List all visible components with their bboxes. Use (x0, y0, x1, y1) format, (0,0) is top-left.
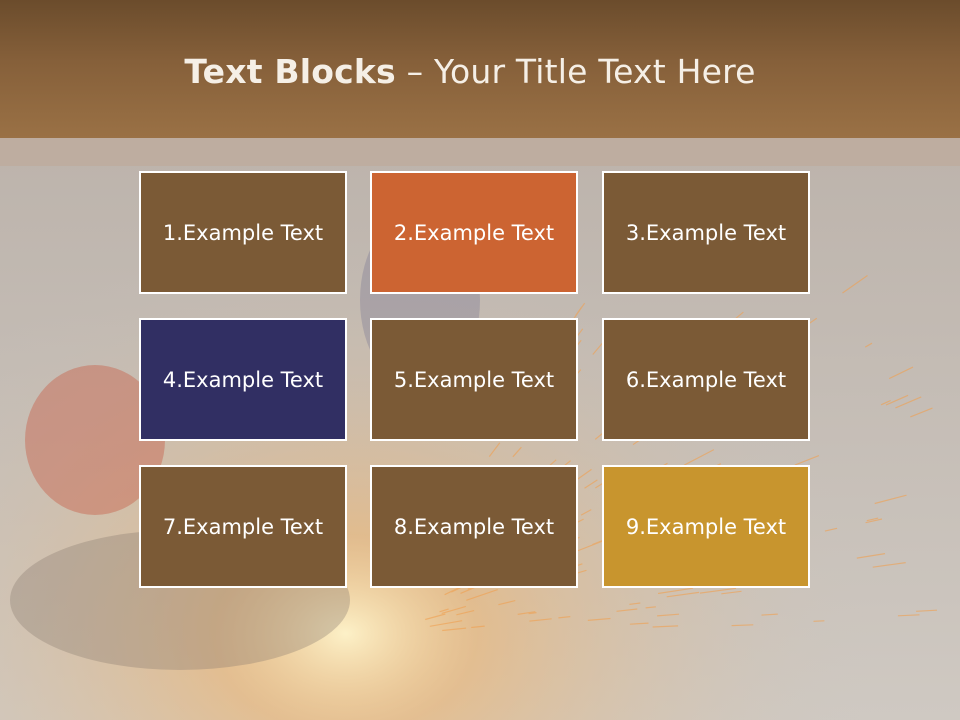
spark-streak (629, 622, 649, 625)
text-block-label: 8.Example Text (393, 514, 555, 539)
text-block-1[interactable]: 1.Example Text (139, 171, 347, 294)
spark-streak (439, 608, 449, 613)
spark-streak (897, 614, 920, 617)
title-separator: – (395, 52, 434, 91)
spark-streak (558, 616, 571, 619)
title-rest: Your Title Text Here (433, 52, 756, 91)
spark-streak (916, 609, 938, 612)
spark-streak (512, 446, 522, 458)
spark-streak (872, 562, 906, 568)
text-block-8[interactable]: 8.Example Text (370, 465, 578, 588)
spark-streak (580, 509, 592, 516)
slide-title[interactable]: Text Blocks – Your Title Text Here (0, 52, 940, 91)
spark-streak (629, 602, 641, 605)
spark-streak (498, 600, 516, 606)
spark-streak (616, 608, 638, 612)
spark-streak (683, 449, 715, 466)
spark-streak (657, 613, 680, 617)
spark-streak (652, 625, 679, 628)
spark-streak (592, 341, 604, 355)
text-block-label: 6.Example Text (625, 367, 787, 392)
spark-streak (842, 275, 868, 294)
text-block-label: 1.Example Text (162, 220, 324, 245)
spark-streak (575, 306, 583, 316)
text-block-6[interactable]: 6.Example Text (602, 318, 810, 441)
spark-streak (666, 591, 700, 598)
spark-streak (794, 455, 820, 466)
spark-streak (856, 553, 886, 559)
spark-streak (885, 394, 909, 406)
photo-glove (25, 365, 165, 515)
text-block-label: 5.Example Text (393, 367, 555, 392)
spark-streak (880, 399, 891, 406)
spark-streak (866, 517, 879, 522)
text-block-5[interactable]: 5.Example Text (370, 318, 578, 441)
spark-streak (895, 396, 922, 409)
spark-streak (721, 590, 742, 595)
spark-streak (645, 606, 656, 609)
spark-streak (528, 612, 537, 615)
spark-streak (517, 611, 536, 615)
text-block-7[interactable]: 7.Example Text (139, 465, 347, 588)
spark-streak (865, 518, 883, 524)
spark-streak (488, 442, 501, 457)
spark-streak (699, 587, 737, 594)
title-bold-part: Text Blocks (184, 52, 396, 91)
spark-streak (466, 589, 498, 601)
spark-streak (442, 627, 467, 632)
text-block-label: 9.Example Text (625, 514, 787, 539)
spark-streak (874, 494, 907, 505)
spark-streak (441, 605, 467, 614)
spark-streak (584, 479, 598, 489)
text-block-9[interactable]: 9.Example Text (602, 465, 810, 588)
spark-streak (429, 620, 463, 627)
text-block-4[interactable]: 4.Example Text (139, 318, 347, 441)
text-block-label: 2.Example Text (393, 220, 555, 245)
spark-streak (529, 618, 552, 622)
spark-streak (587, 617, 611, 621)
spark-streak (888, 366, 914, 380)
spark-streak (657, 587, 694, 595)
text-block-label: 7.Example Text (162, 514, 324, 539)
text-block-3[interactable]: 3.Example Text (602, 171, 810, 294)
header-divider-band (0, 138, 960, 166)
text-block-label: 3.Example Text (625, 220, 787, 245)
spark-streak (910, 407, 933, 418)
text-block-2[interactable]: 2.Example Text (370, 171, 578, 294)
spark-streak (864, 342, 873, 348)
spark-streak (456, 610, 475, 616)
spark-streak (824, 527, 838, 532)
spark-streak (425, 613, 446, 621)
text-block-label: 4.Example Text (162, 367, 324, 392)
spark-streak (731, 624, 754, 627)
spark-streak (813, 620, 825, 622)
title-header-bar (0, 0, 960, 138)
spark-streak (471, 625, 485, 629)
spark-streak (761, 613, 778, 616)
